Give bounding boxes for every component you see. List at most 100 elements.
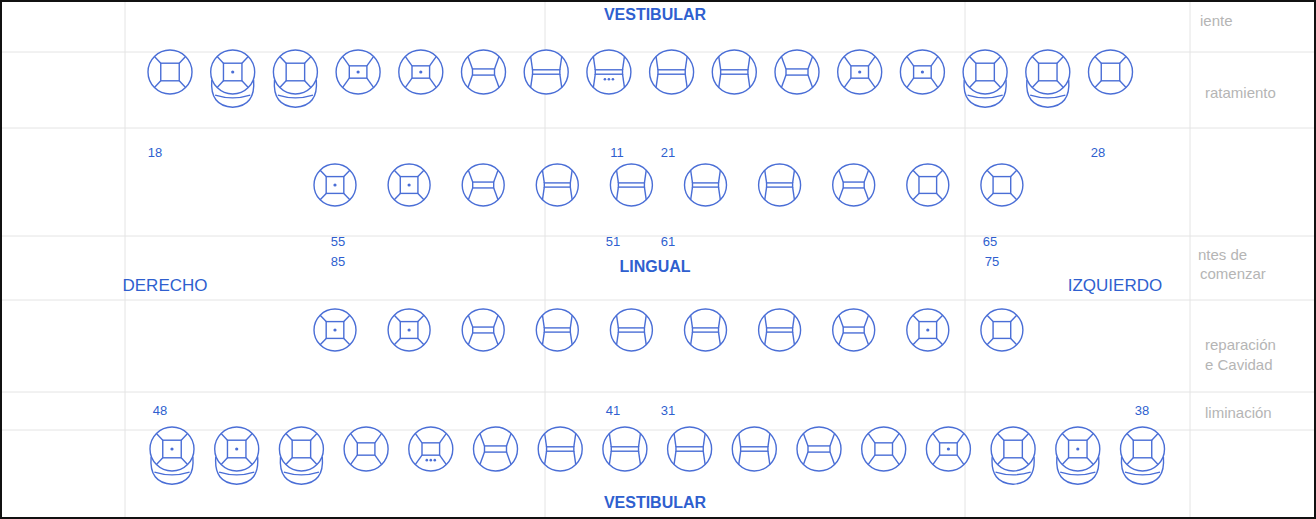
- surface-divider: [542, 170, 544, 183]
- occlusal-surface: [473, 69, 495, 75]
- tooth-outline: [981, 164, 1023, 206]
- label-text: 18: [148, 146, 162, 161]
- tooth-diagram: [900, 50, 944, 94]
- tooth-diagram: [148, 50, 192, 94]
- surface-divider: [542, 332, 544, 345]
- surface-divider: [320, 193, 326, 199]
- tooth-outline: [907, 164, 949, 206]
- surface-divider: [375, 433, 382, 442]
- occlusal-surface: [473, 182, 494, 188]
- surface-divider: [830, 433, 835, 445]
- tooth-outline: [536, 309, 578, 351]
- surface-divider: [286, 458, 292, 465]
- tooth-diagram: [991, 427, 1035, 484]
- surface-divider: [574, 433, 576, 446]
- surface-divider: [937, 338, 943, 344]
- tooth-outline: [1026, 50, 1070, 94]
- tooth-number: 55: [331, 232, 345, 250]
- surface-divider: [440, 433, 447, 442]
- label-text: comenzar: [1200, 265, 1266, 282]
- occlusal-surface: [1004, 440, 1022, 458]
- surface-divider: [703, 433, 705, 446]
- root-line: [1060, 472, 1095, 475]
- label-text: 38: [1135, 404, 1149, 419]
- occlusal-surface: [767, 328, 793, 332]
- occlusal-surface: [843, 182, 864, 188]
- surface-divider: [320, 338, 326, 344]
- surface-divider: [907, 78, 914, 87]
- surface-divider: [468, 333, 472, 345]
- surface-divider: [998, 433, 1004, 440]
- surface-divider: [246, 433, 252, 440]
- tooth-outline: [399, 50, 443, 94]
- surface-divider: [994, 56, 1000, 63]
- surface-divider: [893, 433, 900, 442]
- surface-divider: [644, 187, 646, 200]
- occlusal-surface: [940, 443, 958, 455]
- surface-divider: [570, 170, 572, 183]
- occlusal-surface: [1069, 440, 1087, 458]
- tooth-diagram: [314, 309, 356, 351]
- occlusal-surface: [843, 327, 864, 333]
- surface-divider: [468, 170, 472, 182]
- surface-divider: [418, 193, 424, 199]
- tooth-diagram: [1121, 427, 1165, 484]
- surface-divider: [405, 78, 412, 87]
- surface-divider: [542, 187, 544, 200]
- surface-divider: [217, 56, 223, 63]
- surface-divider: [507, 452, 512, 464]
- surface-divider: [937, 170, 943, 176]
- surface-divider: [617, 315, 619, 328]
- surface-divider: [343, 78, 350, 87]
- occlusal-surface: [692, 328, 718, 332]
- tooth-outline: [833, 309, 875, 351]
- surface-divider: [367, 78, 374, 87]
- caries-mark: [604, 78, 607, 81]
- label-text: 48: [153, 404, 167, 419]
- tooth-outline: [963, 50, 1007, 94]
- occlusal-surface: [741, 447, 768, 451]
- grid-line: [125, 2, 126, 517]
- caries-mark: [170, 447, 173, 450]
- surface-divider: [685, 74, 687, 87]
- surface-divider: [1022, 433, 1028, 440]
- surface-divider: [351, 433, 358, 442]
- surface-divider: [703, 451, 705, 464]
- surface-divider: [375, 455, 382, 464]
- tooth-outline: [279, 427, 323, 471]
- tooth-diagram: [524, 50, 568, 94]
- surface-divider: [913, 193, 919, 199]
- surface-divider: [793, 170, 795, 183]
- label-text: 65: [983, 235, 997, 250]
- caries-mark: [357, 70, 360, 73]
- occlusal-surface: [326, 322, 344, 339]
- surface-divider: [560, 56, 562, 69]
- tooth-outline: [148, 50, 192, 94]
- surface-divider: [691, 187, 693, 200]
- tooth-outline: [462, 50, 506, 94]
- surface-divider: [970, 81, 976, 88]
- tooth-diagram: [732, 427, 776, 471]
- surface-divider: [217, 81, 223, 88]
- root-line: [284, 472, 319, 475]
- tooth-number: 48: [153, 401, 167, 419]
- tooth-diagram: [610, 164, 652, 206]
- surface-divider: [1022, 458, 1028, 465]
- faint-form-text: ntes de: [1198, 246, 1247, 264]
- tooth-outline: [610, 164, 652, 206]
- caries-mark: [333, 183, 336, 186]
- surface-divider: [869, 56, 876, 65]
- tooth-diagram: [907, 164, 949, 206]
- caries-mark: [434, 459, 437, 462]
- surface-divider: [221, 433, 227, 440]
- surface-divider: [913, 315, 919, 321]
- tooth-diagram: [926, 427, 970, 471]
- label-text: iente: [1200, 12, 1233, 29]
- occlusal-surface: [227, 440, 245, 458]
- surface-divider: [907, 56, 914, 65]
- caries-mark: [612, 78, 615, 81]
- surface-divider: [494, 315, 498, 327]
- surface-divider: [480, 433, 485, 445]
- surface-divider: [868, 433, 875, 442]
